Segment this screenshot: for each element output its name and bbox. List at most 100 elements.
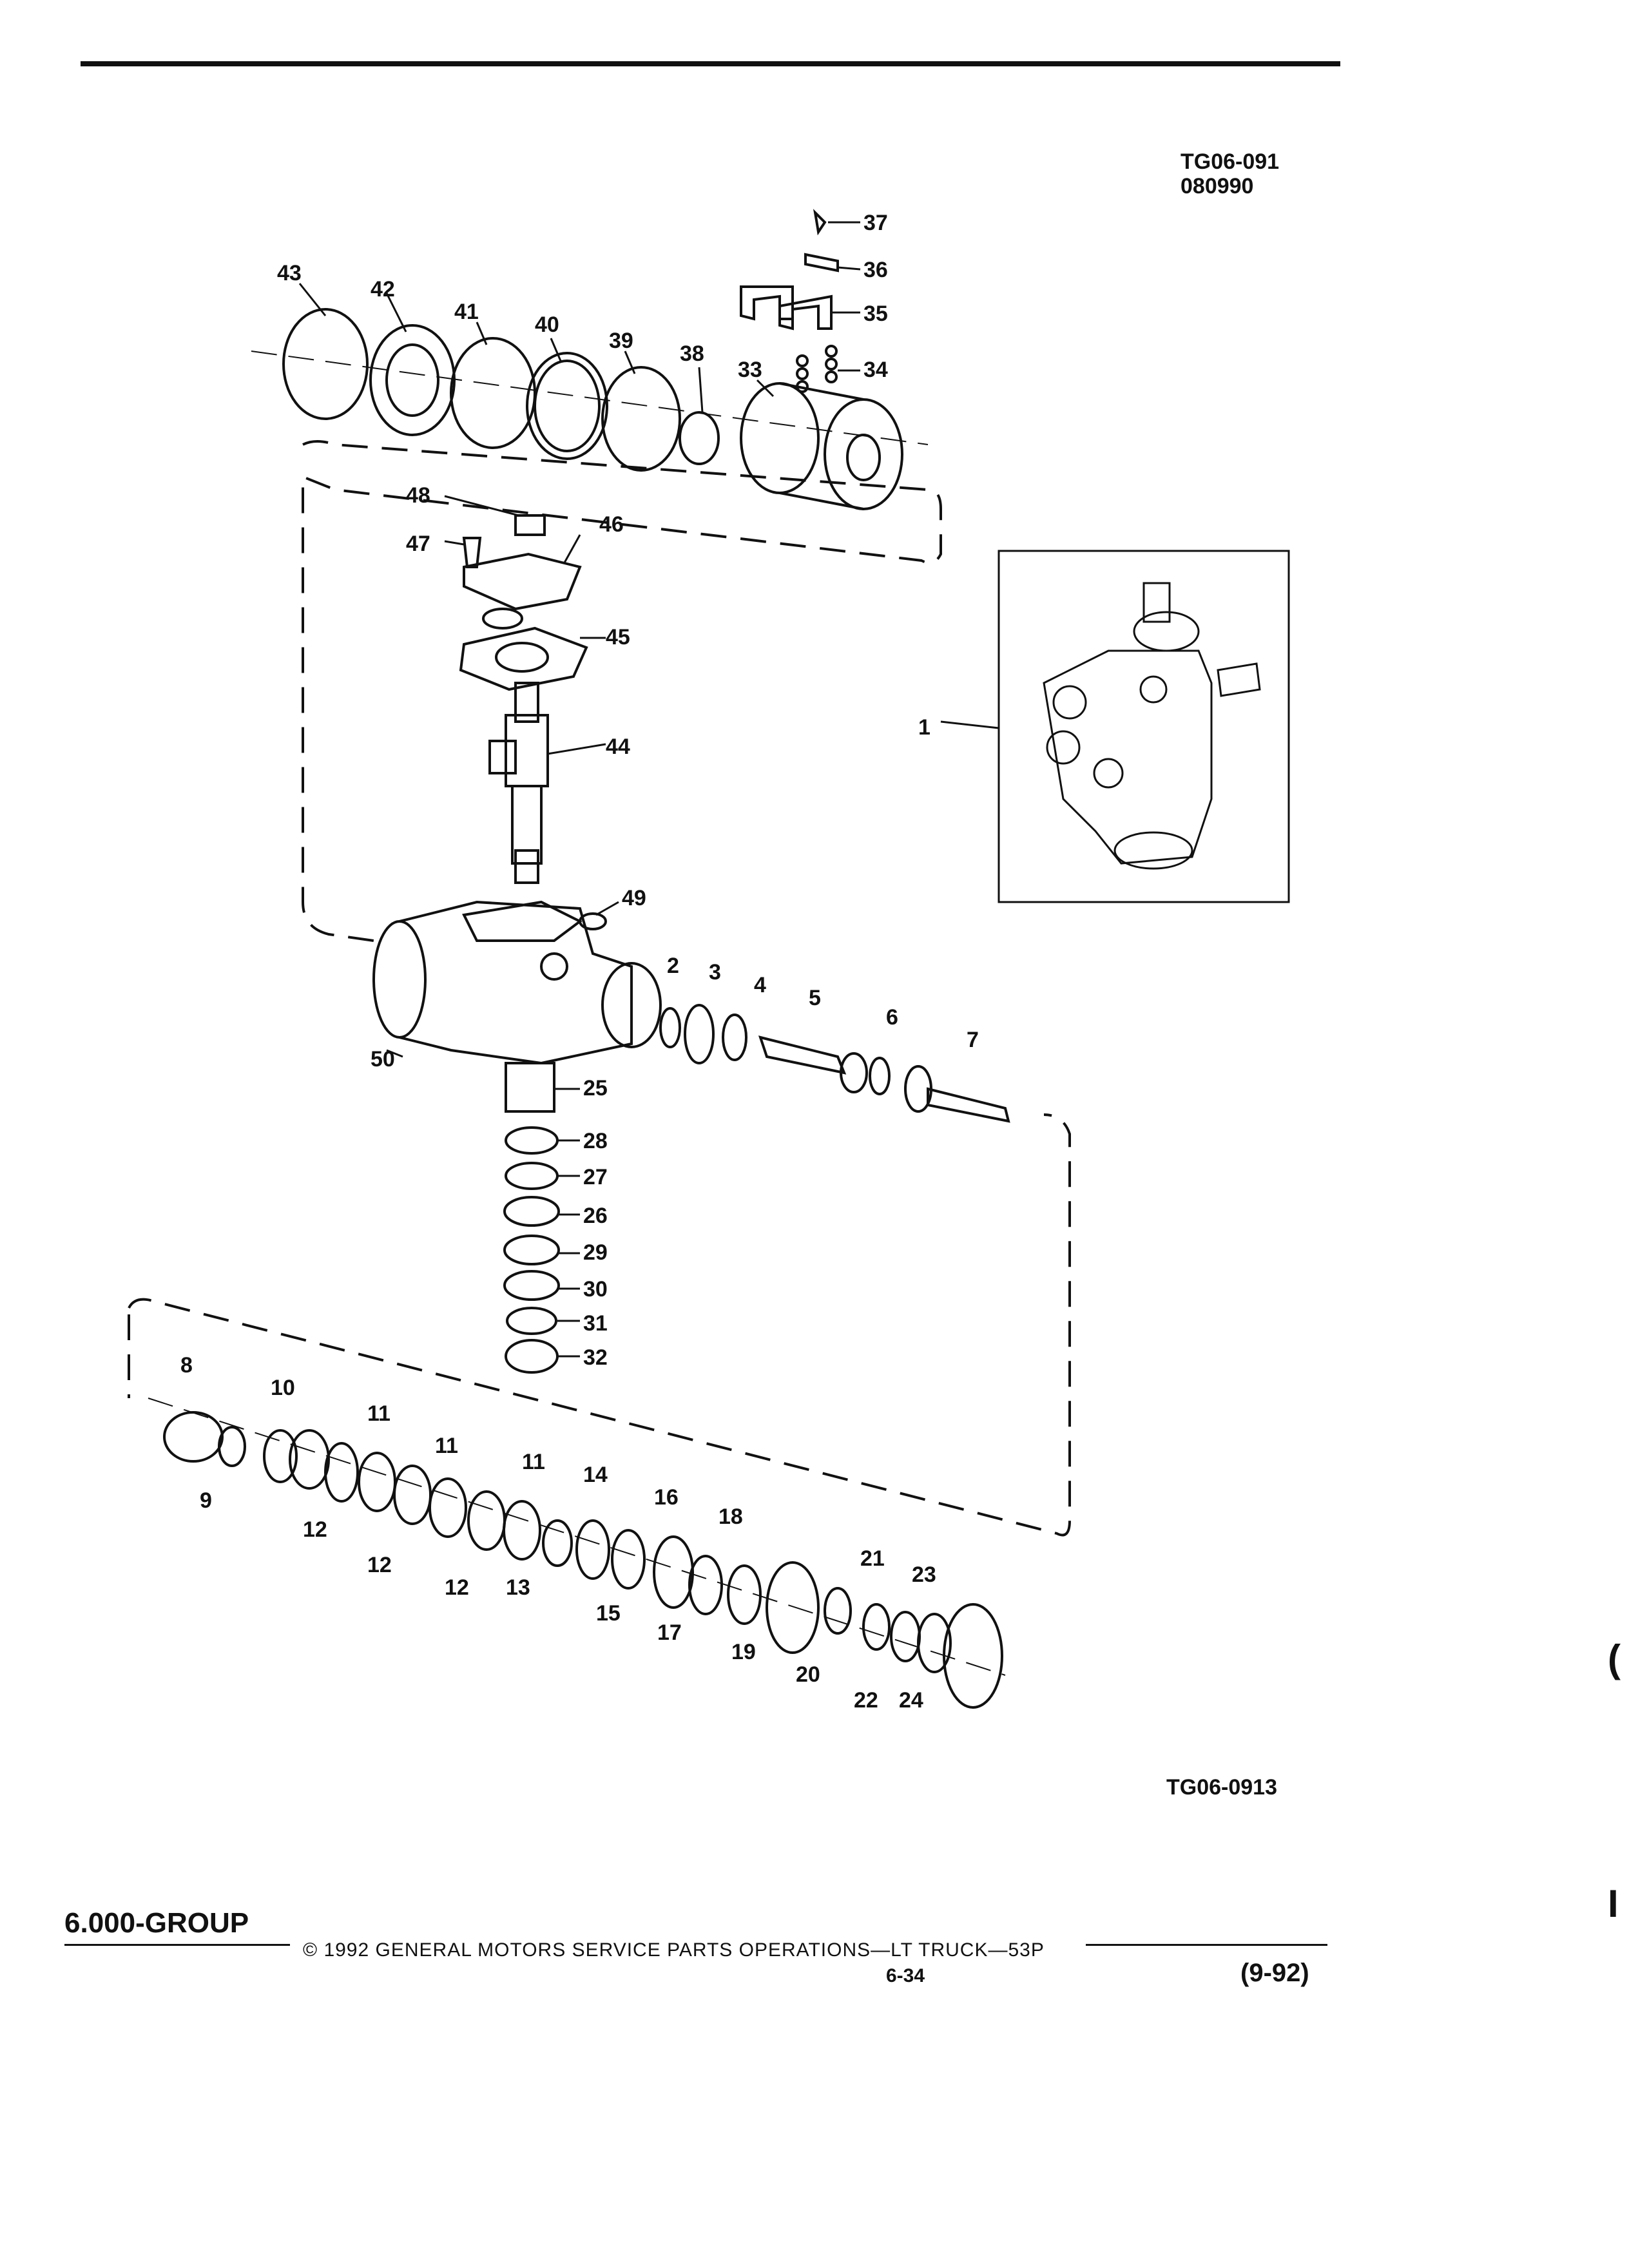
callout-27: 27 [583,1165,608,1189]
callout-39: 39 [609,329,633,353]
callout-35: 35 [863,302,888,326]
callout-15: 15 [596,1601,621,1626]
callout-13: 13 [506,1575,530,1600]
gear-housing-50 [372,900,662,1065]
bearing-3 [684,1004,715,1064]
callout-24: 24 [899,1688,923,1713]
callout-28: 28 [583,1129,608,1153]
revision-date: (9-92) [1240,1959,1309,1987]
figure-ref: TG06-0913 [1166,1775,1277,1800]
ring-6 [869,1057,891,1095]
ref-line-1: TG06-091 [1181,149,1280,174]
guide-36 [804,253,839,273]
callout-18: 18 [718,1504,743,1529]
footer-rule-left [64,1944,290,1946]
ref-line-2: 080990 [1181,174,1254,198]
inset-frame [998,550,1290,903]
edge-mark-bar: I [1608,1882,1619,1925]
callout-11: 11 [367,1401,390,1426]
ring-39 [601,366,681,472]
clip-35b [778,294,833,331]
leader-lines [298,221,999,1358]
callout-47: 47 [406,532,430,556]
washer-2 [659,1007,681,1048]
steering-gear-assembly-illustration [1043,582,1261,870]
bushing-38 [679,411,720,465]
ring-30 [503,1270,560,1301]
callout-50: 50 [371,1047,395,1072]
callout-36: 36 [863,258,888,282]
callout-44: 44 [606,735,630,759]
callout-38: 38 [680,341,704,366]
washer-4 [722,1014,747,1061]
pitman-shaft-44 [488,682,549,884]
callout-8: 8 [180,1353,193,1378]
callout-11-2: 11 [435,1434,458,1458]
clip-35 [740,285,794,321]
callout-49: 49 [622,886,646,910]
callout-20: 20 [796,1662,820,1687]
screw-37 [813,209,827,236]
callout-7: 7 [967,1028,979,1052]
axis-line-bottom [148,1398,1006,1676]
callout-37: 37 [863,211,888,235]
callout-12-2: 12 [367,1553,392,1577]
housing-33 [740,382,903,510]
seal-41 [450,337,536,449]
callout-26: 26 [583,1204,608,1228]
plug-49 [579,912,607,930]
callout-41: 41 [454,300,479,324]
callout-19: 19 [731,1640,756,1664]
callout-32: 32 [583,1345,608,1370]
callout-22: 22 [854,1688,878,1713]
plug-42 [369,324,456,436]
washer-28 [505,1126,559,1155]
seal-40 [526,352,608,460]
callout-3: 3 [709,960,721,985]
callout-40: 40 [535,312,559,337]
callout-48: 48 [406,483,430,508]
nut-32 [505,1339,559,1374]
callout-21: 21 [860,1546,885,1571]
worm-shaft-5 [758,1035,847,1075]
edge-mark-paren: ( [1608,1637,1621,1680]
callout-2: 2 [667,954,679,978]
footer-rule-right [1086,1944,1327,1946]
callout-25: 25 [583,1076,608,1100]
guide-path-upper [302,440,942,942]
lower-parts-row [163,1411,1003,1709]
callout-43: 43 [277,261,302,285]
callout-10: 10 [271,1376,295,1400]
callout-14: 14 [583,1463,608,1487]
callout-6: 6 [886,1005,898,1030]
callout-33: 33 [738,358,762,382]
callout-31: 31 [583,1311,608,1336]
side-cover-46 [463,552,582,611]
footer-group: 6.000-GROUP [64,1907,249,1939]
balls-34 [796,345,838,393]
callout-23: 23 [912,1562,936,1587]
callout-4: 4 [754,973,766,997]
seal-26 [503,1196,560,1227]
callout-12-3: 12 [445,1575,469,1600]
washer-31 [506,1307,557,1335]
callout-11-3: 11 [522,1450,545,1474]
callout-42: 42 [371,277,395,302]
callout-45: 45 [606,625,630,649]
callout-34: 34 [863,358,888,382]
snap-ring-43 [282,308,369,420]
callout-29: 29 [583,1240,608,1265]
callout-12: 12 [303,1517,327,1542]
callout-17: 17 [657,1620,682,1645]
callout-9: 9 [200,1488,212,1513]
ref-number-top: TG06-091 080990 [1181,149,1279,198]
bushing-48 [514,514,546,536]
callout-5: 5 [809,986,821,1010]
guide-path-lower [128,1113,1071,1537]
axis-line-top [251,351,929,445]
callout-30: 30 [583,1277,608,1302]
bearing-25 [505,1062,555,1113]
